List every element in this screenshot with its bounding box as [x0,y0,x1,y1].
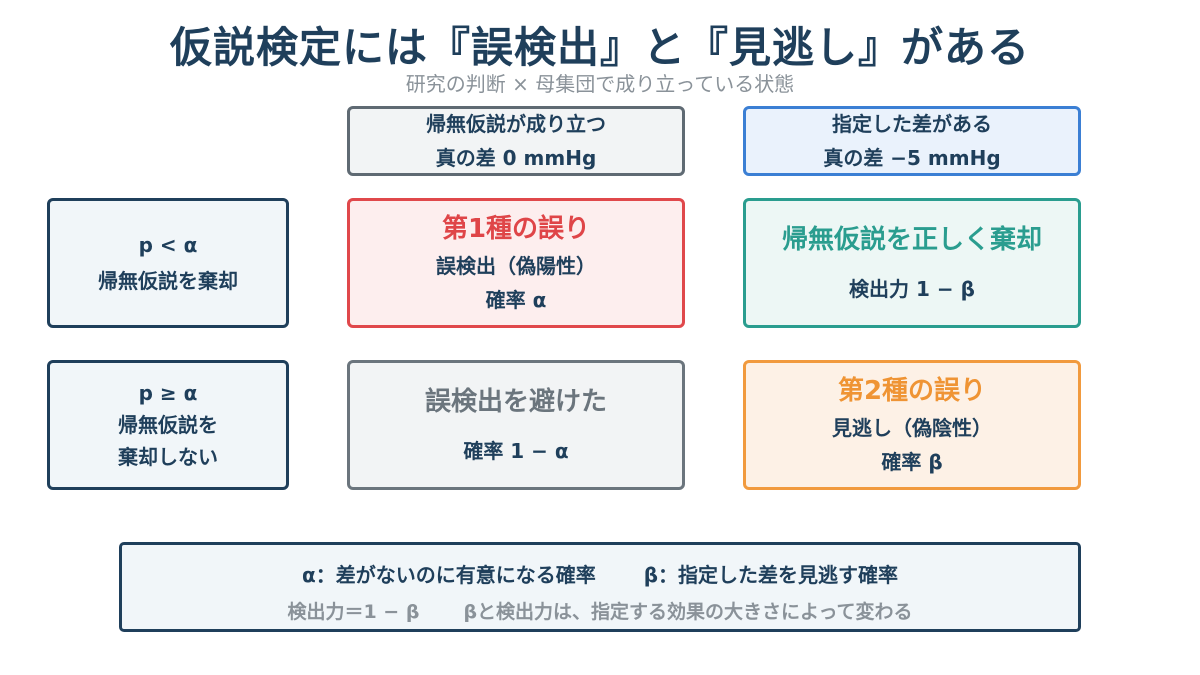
cell-probability: 確率 β [881,450,943,474]
beta-power-note: βと検出力は、指定する効果の大きさによって変わる [463,601,913,623]
beta-definition: β：指定した差を見逃す確率 [643,563,899,587]
column-header-label: 指定した差がある [832,112,992,136]
legend-box: α：差がないのに有意になる確率 β：指定した差を見逃す確率 検出力＝1 − β βと… [119,542,1081,632]
row-header-retain: p ≥ α 帰無仮説を 棄却しない [47,360,289,490]
column-header-null-true: 帰無仮説が成り立つ 真の差 0 mmHg [347,106,685,176]
power-definition: 検出力＝1 − β [287,601,420,623]
row-header-decision: 帰無仮説を棄却 [98,269,238,293]
column-header-label: 帰無仮説が成り立つ [426,112,606,136]
alpha-definition: α：差がないのに有意になる確率 [301,563,596,587]
cell-correct-retention: 誤検出を避けた 確率 1 − α [347,360,685,490]
page-title: 仮説検定には『誤検出』と『見逃し』がある [169,23,1030,72]
cell-title: 第1種の誤り [441,214,591,244]
cell-probability: 確率 α [485,288,547,312]
row-header-decision-cont: 棄却しない [118,445,218,469]
cell-title: 帰無仮説を正しく棄却 [781,225,1042,255]
cell-probability: 確率 1 − α [463,439,569,463]
legend-notes: 検出力＝1 − β βと検出力は、指定する効果の大きさによって変わる [122,597,1078,624]
cell-description: 誤検出（偽陽性） [436,254,596,278]
row-header-condition: p < α [138,233,198,257]
cell-title: 誤検出を避けた [424,387,607,417]
row-header-condition: p ≥ α [138,381,198,405]
cell-probability: 検出力 1 − β [849,277,975,301]
cell-description: 見逃し（偽陰性） [832,416,992,440]
cell-correct-rejection: 帰無仮説を正しく棄却 検出力 1 − β [743,198,1081,328]
cell-type2-error: 第2種の誤り 見逃し（偽陰性） 確率 β [743,360,1081,490]
column-header-difference-exists: 指定した差がある 真の差 −5 mmHg [743,106,1081,176]
row-header-decision: 帰無仮説を [118,413,218,437]
row-header-reject: p < α 帰無仮説を棄却 [47,198,289,328]
legend-definitions: α：差がないのに有意になる確率 β：指定した差を見逃す確率 [122,559,1078,588]
column-header-value: 真の差 0 mmHg [435,146,597,170]
column-header-value: 真の差 −5 mmHg [823,146,1001,170]
page-subtitle: 研究の判断 × 母集団で成り立っている状態 [405,72,795,96]
cell-title: 第2種の誤り [837,376,987,406]
cell-type1-error: 第1種の誤り 誤検出（偽陽性） 確率 α [347,198,685,328]
